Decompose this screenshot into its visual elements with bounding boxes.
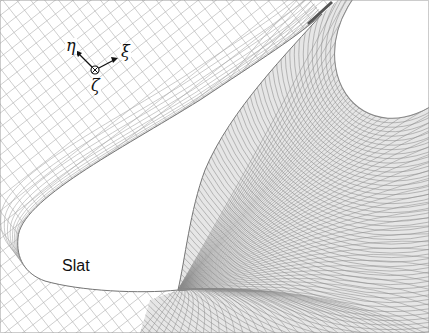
dense-fan-line xyxy=(178,131,429,290)
zeta-cross xyxy=(92,67,98,73)
part-name: Slat xyxy=(62,258,90,274)
dense-fan-line xyxy=(178,289,227,333)
dense-fan-line xyxy=(178,289,322,333)
dense-fan-line xyxy=(178,289,291,333)
dense-fan-line xyxy=(178,289,409,333)
dense-fan-line xyxy=(178,289,193,333)
dense-fan-line xyxy=(178,147,429,290)
dense-fan-line xyxy=(178,254,429,290)
dense-fan-line xyxy=(148,289,179,333)
main-element-body xyxy=(307,0,429,144)
dense-fan-line xyxy=(178,289,425,333)
dense-fan-line xyxy=(178,289,370,333)
dense-fan-line xyxy=(178,289,401,333)
dense-fan-line xyxy=(178,289,275,333)
dense-fan-line xyxy=(178,275,429,290)
dense-fan-line xyxy=(178,289,306,333)
dense-fan-line xyxy=(178,248,429,290)
dense-fan-line xyxy=(178,289,259,333)
dense-fan-line xyxy=(156,289,180,333)
dense-layer xyxy=(202,0,429,249)
dense-layer xyxy=(18,0,429,333)
dense-fan-line xyxy=(178,289,267,333)
dense-fan-line xyxy=(178,289,314,333)
dense-fan-line xyxy=(178,289,251,333)
dense-layer xyxy=(245,0,429,205)
dense-fan-line xyxy=(178,289,394,333)
dense-fan-line xyxy=(178,289,235,333)
dense-fan-line xyxy=(178,210,429,290)
dense-fan-line xyxy=(178,289,189,333)
dense-fan-line xyxy=(178,226,429,290)
dense-fan-line xyxy=(178,241,429,290)
dense-fan-line xyxy=(178,139,429,290)
dense-fan-line xyxy=(178,218,429,290)
axis-label: η xyxy=(65,38,77,54)
dense-fan-line xyxy=(178,289,378,333)
dense-fan-line xyxy=(178,289,298,333)
dense-fan-line xyxy=(178,234,429,290)
dense-fan-line xyxy=(178,289,330,333)
dense-fan-line xyxy=(178,289,338,333)
dense-fan-line xyxy=(178,289,212,333)
dense-fan-line xyxy=(178,289,346,333)
xi-arrowhead xyxy=(111,57,118,63)
dense-fan-line xyxy=(178,178,429,290)
dense-layer xyxy=(270,0,429,181)
dense-fan-line xyxy=(178,289,362,333)
dense-fan-line xyxy=(178,289,354,333)
dense-fan-line xyxy=(178,170,429,290)
dense-fan-line xyxy=(164,289,182,333)
dense-fan-line xyxy=(178,289,283,333)
dense-fan-line xyxy=(178,289,219,333)
dense-fan-line xyxy=(178,194,429,290)
axis-label: ξ xyxy=(120,44,131,60)
dense-layer xyxy=(239,0,429,212)
slat-body xyxy=(18,14,322,292)
axis-label: ζ xyxy=(90,78,101,94)
dense-fan-line xyxy=(140,289,178,333)
dense-fan-line xyxy=(178,202,429,290)
dense-layer xyxy=(227,0,429,224)
dense-fan-line xyxy=(178,278,429,297)
dense-fan-line xyxy=(178,186,429,290)
dense-layer xyxy=(12,0,429,333)
dense-fan-line xyxy=(178,289,417,333)
dense-fan-line xyxy=(178,289,205,333)
dense-fan-line xyxy=(178,163,429,290)
wake-cusp xyxy=(308,2,332,24)
dense-fan-line xyxy=(178,289,386,333)
zeta-symbol xyxy=(91,66,99,74)
dense-layer xyxy=(6,0,429,333)
dense-fan-line xyxy=(178,155,429,290)
dense-fan-line xyxy=(178,289,243,333)
